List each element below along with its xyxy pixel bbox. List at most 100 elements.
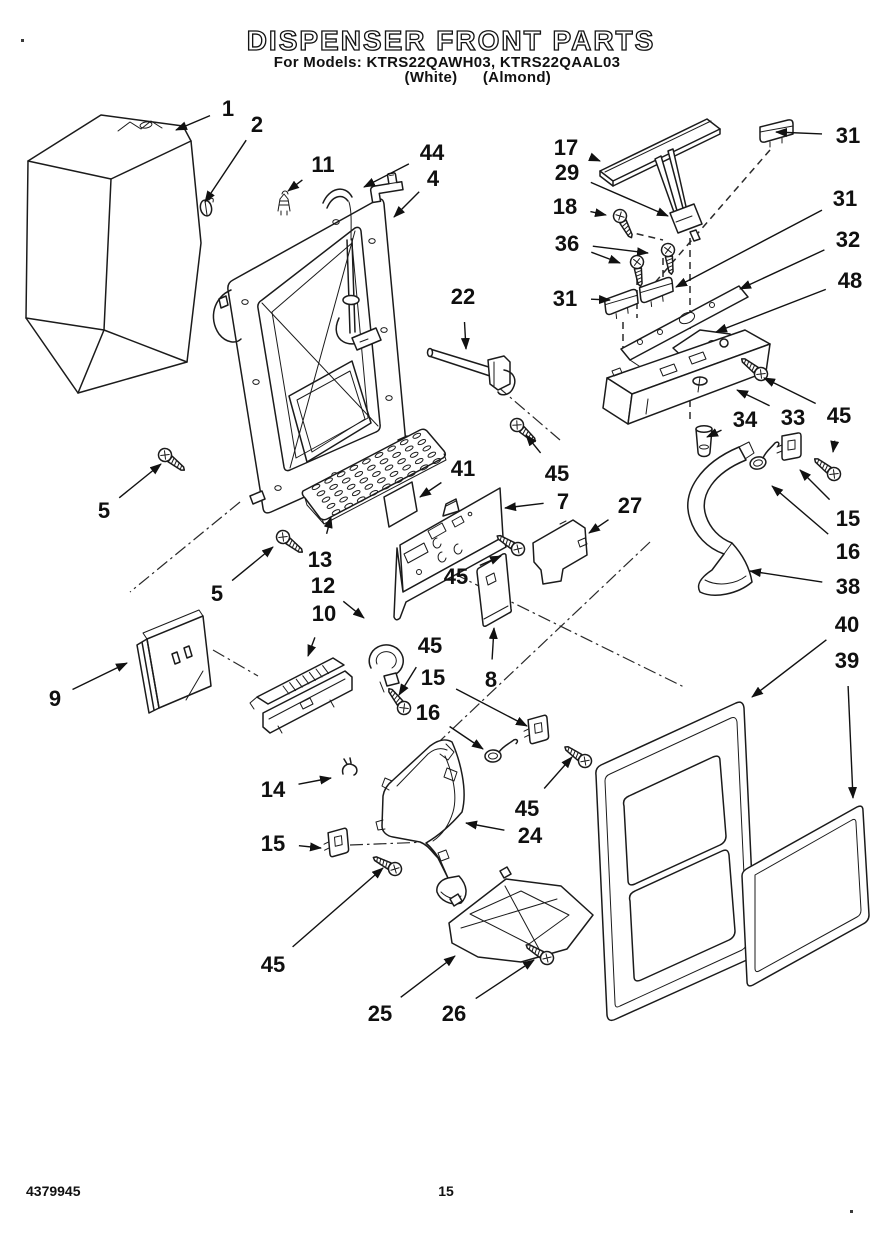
callout-label-45-30: 45: [418, 633, 442, 658]
grille-hole: [412, 432, 422, 439]
grille-hole: [367, 464, 376, 471]
print-speck-top: [21, 39, 24, 42]
part-tube-22: [426, 347, 516, 396]
grille-hole: [316, 490, 326, 497]
grille-hole: [399, 439, 409, 446]
grille-hole: [354, 471, 364, 478]
grille-hole: [409, 451, 419, 458]
grille-hole: [374, 451, 384, 459]
callout-label-40-43: 40: [835, 612, 859, 637]
callout-label-1-0: 1: [222, 96, 234, 121]
callout-label-31-9: 31: [553, 286, 577, 311]
leader-line-45: [763, 377, 817, 405]
leader-line-10: [307, 637, 317, 657]
leader-line-33: [736, 389, 770, 407]
callout-label-25-35: 25: [368, 1001, 392, 1026]
callout-label-45-29: 45: [261, 952, 285, 977]
callout-label-16-32: 16: [416, 700, 440, 725]
grille-hole: [384, 464, 394, 471]
grille-hole: [402, 464, 411, 471]
grille-hole: [432, 457, 442, 465]
leader-line-27: [588, 519, 609, 534]
spring-16a: [747, 441, 780, 472]
callout-label-4-4: 4: [427, 166, 440, 191]
part-cover-17: [599, 118, 721, 187]
grille-hole: [334, 490, 343, 497]
callout-label-44-3: 44: [420, 140, 445, 165]
grille-hole: [359, 477, 369, 484]
callout-label-29-6: 29: [555, 160, 579, 185]
screw-45a: [507, 415, 541, 447]
callout-label-22-14: 22: [451, 284, 475, 309]
grille-hole: [382, 483, 391, 490]
leader-line-40: [751, 639, 827, 698]
part-housing-box: [25, 114, 202, 394]
callout-label-5-25: 5: [211, 581, 223, 606]
finish-almond-label: (Almond): [483, 69, 551, 86]
grille-hole: [349, 464, 359, 471]
clip-15b: [322, 827, 350, 858]
screw-5a: [155, 445, 190, 476]
callout-label-10-23: 10: [312, 601, 336, 626]
page-number: 15: [438, 1183, 454, 1199]
leader-line-5: [118, 463, 162, 499]
screw-45d: [809, 453, 844, 484]
part-bracket-44: [369, 172, 404, 204]
leader-line-24: [465, 820, 505, 831]
screw-45f: [560, 740, 595, 771]
callout-label-2-1: 2: [251, 112, 263, 137]
leader-line-5: [231, 546, 274, 582]
part-grille-13: [301, 428, 447, 525]
grille-hole: [329, 483, 338, 490]
callout-label-36-8: 36: [555, 231, 579, 256]
grille-hole: [356, 496, 366, 503]
grille-hole: [344, 502, 353, 509]
leader-line-36: [592, 245, 649, 257]
grille-hole: [377, 477, 386, 484]
callout-label-31-10: 31: [836, 123, 860, 148]
part-cover-plate-27: [532, 519, 588, 585]
grille-hole: [321, 496, 331, 503]
screw-5b: [273, 527, 308, 558]
part-hook-clip-14: [341, 757, 358, 776]
grille-hole: [419, 464, 429, 471]
leader-line-48: [715, 288, 827, 333]
leader-line-12: [342, 600, 365, 619]
part-nozzle-34: [695, 425, 713, 458]
leader-line-9: [72, 662, 128, 691]
grille-hole: [422, 445, 432, 452]
switch-31b: [603, 288, 641, 321]
leader-line-32: [739, 249, 825, 290]
grille-hole: [404, 445, 414, 452]
callout-label-34-38: 34: [733, 407, 758, 432]
grille-hole: [336, 471, 346, 478]
grille-hole: [427, 451, 437, 458]
leader-line-31: [775, 127, 823, 137]
grille-hole: [311, 483, 321, 491]
grille-hole: [414, 458, 424, 465]
callout-label-16-41: 16: [836, 539, 860, 564]
leader-line-15: [298, 842, 322, 852]
leader-line-17: [588, 152, 601, 162]
callout-label-38-42: 38: [836, 574, 860, 599]
part-switch-housing-33: [602, 329, 771, 425]
doc-number: 4379945: [26, 1183, 81, 1199]
leader-line-41: [419, 481, 442, 498]
callout-label-39-44: 39: [835, 648, 859, 673]
part-round-clip-12: [368, 644, 404, 693]
part-actuator-29: [654, 148, 703, 242]
grille-hole: [397, 458, 406, 465]
leader-line-16: [771, 485, 829, 535]
callout-label-33-37: 33: [781, 405, 805, 430]
header: DISPENSER FRONT PARTS For Models: KTRS22…: [246, 24, 656, 86]
grille-hole: [369, 489, 379, 497]
leader-line-15: [455, 688, 528, 727]
leader-line-2: [204, 139, 247, 203]
leader-line-36: [591, 251, 621, 264]
leader-line-38: [749, 568, 823, 583]
leader-line-7: [504, 502, 544, 512]
page-title: DISPENSER FRONT PARTS: [247, 25, 656, 56]
part-bracket-10: [249, 657, 353, 734]
